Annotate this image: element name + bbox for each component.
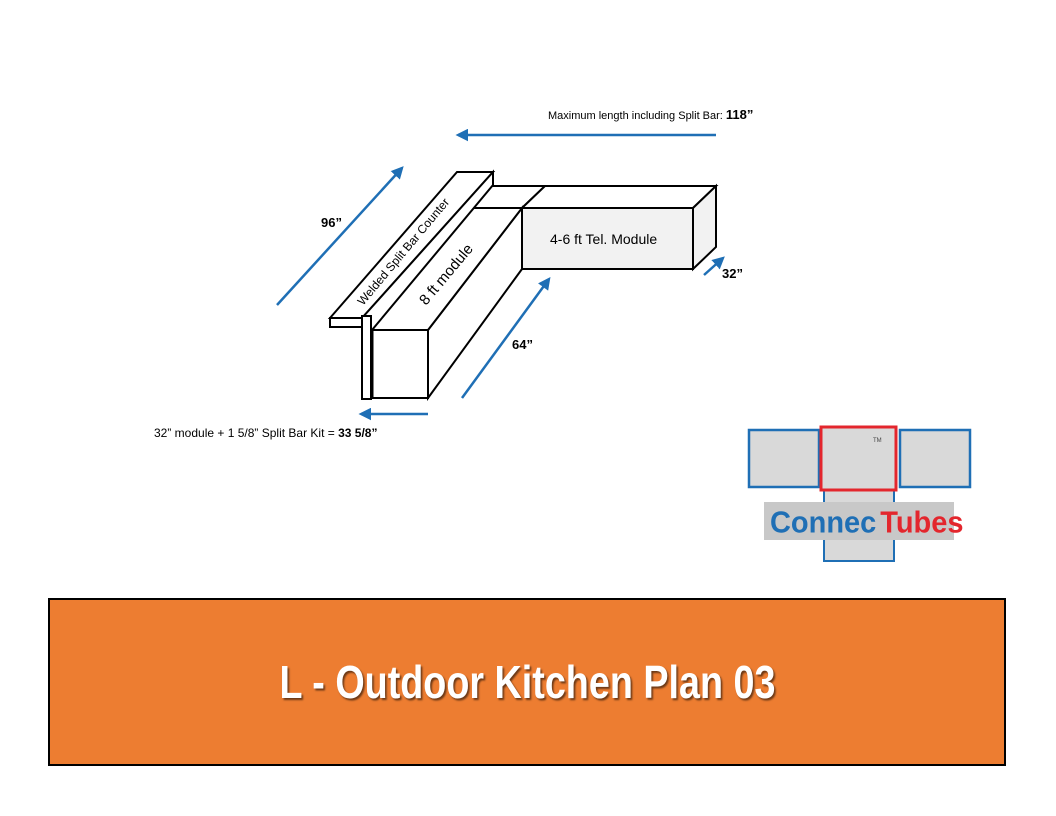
tel-module-box	[519, 183, 719, 272]
arrow-32-right	[703, 256, 725, 276]
arrow-96	[276, 166, 404, 306]
arrow-64	[460, 276, 551, 399]
dim-96-label: 96”	[321, 215, 342, 230]
page-title: L - Outdoor Kitchen Plan 03	[279, 656, 775, 708]
module-8ft-front	[371, 329, 429, 399]
dim-64-label: 64”	[512, 337, 533, 352]
title-banner: L - Outdoor Kitchen Plan 03	[48, 598, 1006, 766]
max-length-label: Maximum length including Split Bar: 118”	[548, 107, 753, 122]
bottom-dimension-label: 32” module + 1 5/8” Split Bar Kit = 33 5…	[154, 426, 377, 440]
dim-32-label: 32”	[722, 266, 743, 281]
split-bar-leg	[361, 315, 372, 400]
tel-module-label: 4-6 ft Tel. Module	[550, 231, 657, 247]
svg-text:TM: TM	[873, 438, 882, 444]
